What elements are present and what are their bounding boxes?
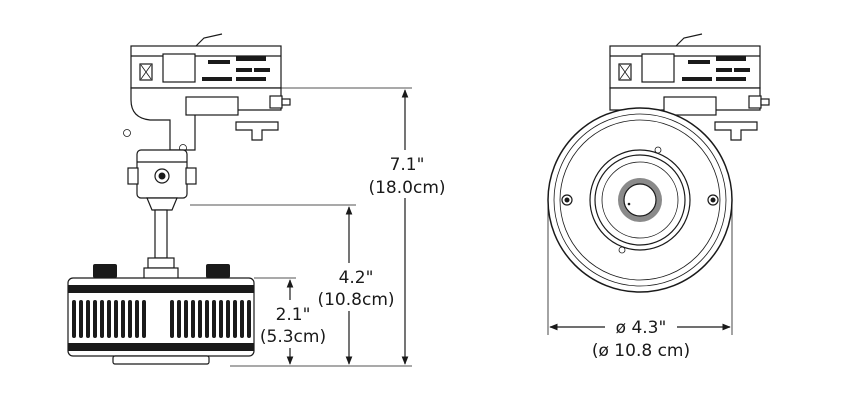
- total-height-metric: (18.0cm): [368, 178, 445, 198]
- track-adapter-side: [123, 33, 291, 152]
- diameter-imperial: ø 4.3": [616, 318, 667, 338]
- front-view: ø 4.3" (ø 10.8 cm): [547, 33, 770, 361]
- total-height-imperial: 7.1": [390, 155, 425, 175]
- diameter-metric: (ø 10.8 cm): [592, 341, 690, 361]
- stem-height-imperial: 4.2": [339, 268, 374, 288]
- swivel-knuckle: [127, 149, 197, 211]
- head-height-metric: (5.3cm): [260, 327, 326, 347]
- heatsink-fins-left: [72, 300, 146, 338]
- head-height-imperial: 2.1": [276, 305, 311, 325]
- heatsink-fins-right: [170, 300, 251, 338]
- track-adapter-front: [609, 33, 770, 141]
- lamp-face: [547, 107, 733, 293]
- stem-height-metric: (10.8cm): [317, 290, 394, 310]
- right-knob: [206, 264, 230, 278]
- left-knob: [93, 264, 117, 278]
- side-view: 7.1" (18.0cm) 4.2" (10.8cm) 2.1" (5.3cm): [67, 33, 452, 367]
- stem: [143, 209, 179, 281]
- lamp-head: [67, 277, 255, 365]
